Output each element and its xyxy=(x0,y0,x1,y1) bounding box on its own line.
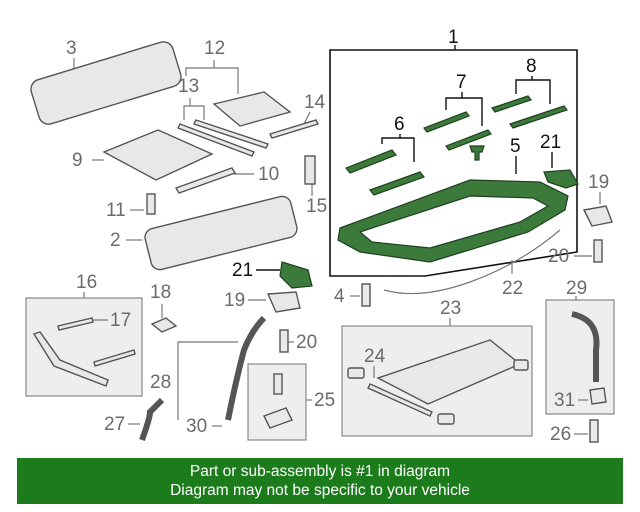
callout-16[interactable]: 16 xyxy=(76,272,97,293)
callout-19-right[interactable]: 19 xyxy=(588,172,609,193)
callout-17[interactable]: 17 xyxy=(110,310,131,331)
callout-24[interactable]: 24 xyxy=(364,346,386,367)
rail-6b[interactable] xyxy=(369,171,425,196)
callout-3[interactable]: 3 xyxy=(66,38,77,59)
callout-5[interactable]: 5 xyxy=(510,136,521,157)
callout-9[interactable]: 9 xyxy=(72,150,83,171)
callout-20-right[interactable]: 20 xyxy=(548,246,569,267)
hose-group: 28 27 30 xyxy=(104,315,267,442)
group-25: 25 xyxy=(247,363,335,441)
strip-14[interactable] xyxy=(269,119,319,139)
callout-21-top[interactable]: 21 xyxy=(540,132,561,153)
callout-1[interactable]: 1 xyxy=(448,27,459,48)
callout-10[interactable]: 10 xyxy=(258,164,279,185)
group-23-box xyxy=(341,325,533,437)
callout-19-left[interactable]: 19 xyxy=(224,290,245,311)
cap-23b[interactable] xyxy=(437,413,455,425)
callout-6[interactable]: 6 xyxy=(394,114,405,135)
connector-31[interactable] xyxy=(589,387,607,405)
hose-29[interactable] xyxy=(571,311,600,382)
seal-3-part[interactable] xyxy=(29,39,184,126)
callout-21-bottom[interactable]: 21 xyxy=(232,260,253,281)
callout-25[interactable]: 25 xyxy=(314,390,335,411)
rod-17[interactable] xyxy=(57,317,94,331)
callout-29[interactable]: 29 xyxy=(566,278,587,299)
rail-6a[interactable] xyxy=(345,149,397,174)
callout-4[interactable]: 4 xyxy=(334,286,345,307)
bolt-26[interactable] xyxy=(589,419,599,443)
fastener-25a[interactable] xyxy=(273,373,283,395)
assembly-1-group[interactable]: 1 6 7 8 5 21 xyxy=(329,27,579,277)
bolt-11[interactable] xyxy=(146,193,156,215)
group-23: 23 24 xyxy=(341,298,533,437)
seal-2-part[interactable] xyxy=(143,194,299,271)
cap-23a[interactable] xyxy=(347,367,365,379)
callout-31[interactable]: 31 xyxy=(554,390,575,411)
callout-15[interactable]: 15 xyxy=(306,196,327,217)
fastener-25b[interactable] xyxy=(263,407,293,429)
rail-7b[interactable] xyxy=(445,129,492,151)
hose-28[interactable] xyxy=(225,315,267,421)
callout-8[interactable]: 8 xyxy=(526,56,537,77)
assembly-1-frame xyxy=(329,49,578,277)
motor-19-left[interactable] xyxy=(266,291,301,313)
rail-8a[interactable] xyxy=(491,95,532,113)
rod-16[interactable] xyxy=(93,349,136,367)
sunroof-frame-part[interactable] xyxy=(337,179,569,263)
callout-23[interactable]: 23 xyxy=(440,298,461,319)
callout-11[interactable]: 11 xyxy=(106,200,126,221)
deflector-16[interactable] xyxy=(32,331,109,387)
callout-20-mid[interactable]: 20 xyxy=(296,332,317,353)
clip-18[interactable] xyxy=(150,317,178,333)
notice-line-1: Part or sub-assembly is #1 in diagram xyxy=(189,463,451,480)
callout-28[interactable]: 28 xyxy=(150,372,171,393)
callout-27[interactable]: 27 xyxy=(104,414,125,435)
strip-13b[interactable] xyxy=(193,119,269,149)
glass-9-part[interactable] xyxy=(102,129,214,181)
glass-group: 3 12 13 14 9 10 11 15 2 xyxy=(29,38,327,271)
cable-22-part[interactable] xyxy=(383,229,561,295)
callout-26[interactable]: 26 xyxy=(550,424,571,445)
panel-12-part[interactable] xyxy=(212,91,292,127)
callout-7[interactable]: 7 xyxy=(456,72,467,93)
motor-19-right[interactable] xyxy=(582,205,613,227)
middle-parts-group: 21 19 4 18 20 22 19 20 xyxy=(150,172,613,353)
callout-14[interactable]: 14 xyxy=(304,92,326,113)
bolt-20-mid[interactable] xyxy=(279,329,289,353)
callout-2[interactable]: 2 xyxy=(110,230,121,251)
notice-line-2: Diagram may not be specific to your vehi… xyxy=(170,482,470,499)
bracket-21-bottom[interactable] xyxy=(279,261,313,289)
bracket-21-top[interactable] xyxy=(543,169,579,189)
cap-23c[interactable] xyxy=(513,359,529,371)
callout-12[interactable]: 12 xyxy=(204,38,225,59)
strip-13a[interactable] xyxy=(177,123,255,157)
callout-13[interactable]: 13 xyxy=(178,76,199,97)
bolt-20-right[interactable] xyxy=(593,239,603,263)
rail-8b[interactable] xyxy=(509,105,568,129)
callout-18[interactable]: 18 xyxy=(150,282,171,303)
group-16: 16 17 xyxy=(25,272,143,397)
hose-27[interactable] xyxy=(139,397,165,442)
notice-banner: Part or sub-assembly is #1 in diagram Di… xyxy=(17,458,623,504)
callout-30[interactable]: 30 xyxy=(186,416,207,437)
strip-24[interactable] xyxy=(367,383,433,417)
callout-22[interactable]: 22 xyxy=(502,278,523,299)
bolt-15[interactable] xyxy=(304,155,316,185)
bolt-4[interactable] xyxy=(361,283,371,307)
group-29: 29 31 26 xyxy=(545,278,615,445)
clip-5[interactable] xyxy=(469,145,485,161)
strip-10[interactable] xyxy=(174,167,237,194)
rail-7a[interactable] xyxy=(423,111,470,133)
